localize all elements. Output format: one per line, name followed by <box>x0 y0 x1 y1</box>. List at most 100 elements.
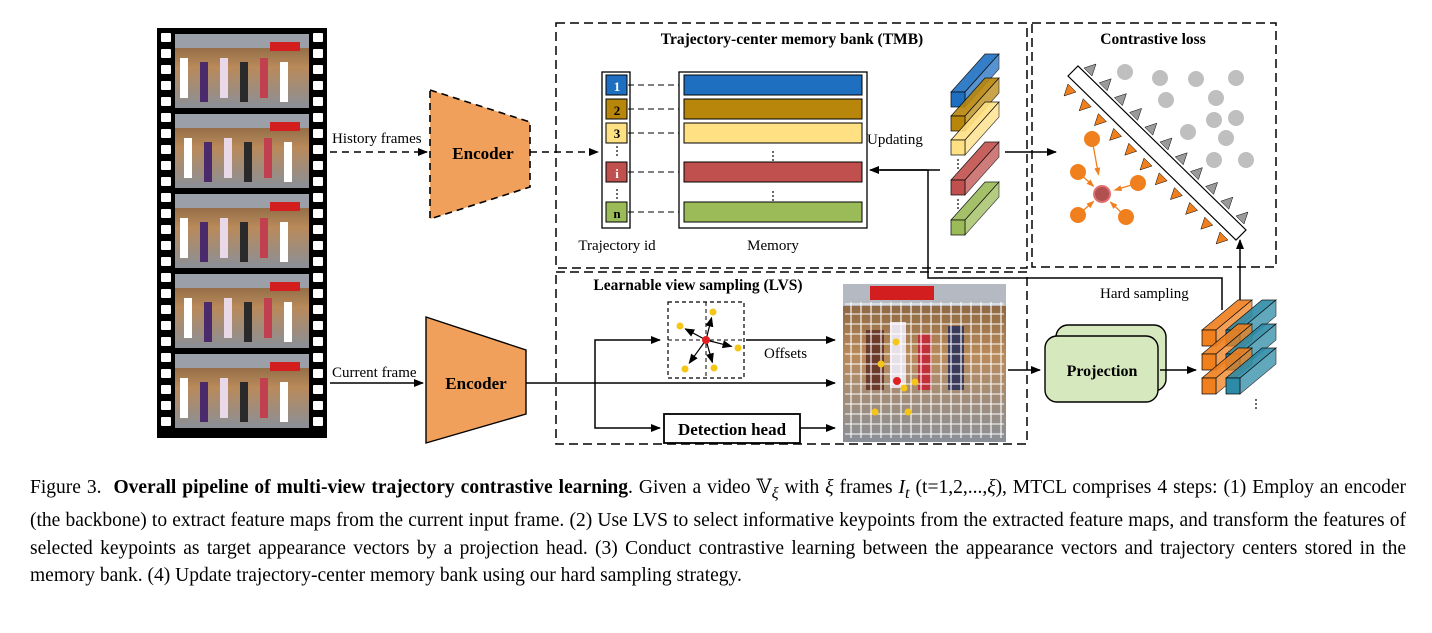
negative-sample-dot <box>1180 124 1196 140</box>
sprocket-hole <box>161 145 171 154</box>
video-frame <box>175 34 309 108</box>
negative-sample-dot <box>1188 71 1204 87</box>
sprocket-hole <box>313 33 323 42</box>
contrastive-box <box>1031 22 1277 268</box>
tmb-box <box>555 22 1028 269</box>
sprocket-hole <box>313 113 323 122</box>
sprocket-hole <box>313 273 323 282</box>
sampled-keypoint <box>904 408 912 416</box>
sprocket-hole <box>313 129 323 138</box>
sprocket-hole <box>313 193 323 202</box>
film-strip-icon <box>157 28 327 438</box>
sprocket-hole <box>161 241 171 250</box>
memory-row <box>683 201 863 223</box>
memory-row <box>683 74 863 96</box>
vector-block <box>1225 347 1277 395</box>
positive-sample-dot <box>1084 131 1100 147</box>
detection-head-box <box>663 413 801 444</box>
negative-sample-dot <box>1208 90 1224 106</box>
trajectory-id-cell <box>605 161 628 183</box>
contrastive-title: Contrastive loss <box>1100 31 1205 48</box>
sampled-center <box>893 377 901 385</box>
sprocket-hole <box>161 305 171 314</box>
sprocket-hole <box>313 145 323 154</box>
sprocket-hole <box>161 129 171 138</box>
sprocket-hole <box>161 353 171 362</box>
trajectory-id-cell <box>605 201 628 223</box>
sprocket-hole <box>161 321 171 330</box>
sampled-keypoint <box>911 378 919 386</box>
positive-sample-dot <box>1130 175 1146 191</box>
sprocket-hole <box>313 81 323 90</box>
sprocket-hole <box>313 305 323 314</box>
sprocket-hole <box>313 321 323 330</box>
updating-label: Updating <box>867 132 923 148</box>
sprocket-hole <box>313 241 323 250</box>
keypoint-dot <box>734 344 742 352</box>
sprocket-hole <box>313 97 323 106</box>
trajectory-id-cell <box>605 98 628 120</box>
sprocket-hole <box>161 161 171 170</box>
sprocket-hole <box>313 161 323 170</box>
sprocket-hole <box>313 49 323 58</box>
sprocket-hole <box>161 401 171 410</box>
sampled-keypoint <box>892 338 900 346</box>
encoder-bottom <box>425 316 527 444</box>
trajectory-id-cell <box>605 122 628 144</box>
sprocket-hole <box>313 417 323 426</box>
video-frame <box>175 274 309 348</box>
sprocket-hole <box>313 401 323 410</box>
detection-head-label: Detection head <box>678 420 787 439</box>
sprocket-hole <box>313 385 323 394</box>
negative-sample-dot <box>1206 112 1222 128</box>
video-frame <box>175 194 309 268</box>
tmb-title: Trajectory-center memory bank (TMB) <box>661 31 923 48</box>
negative-sample-dot <box>1228 110 1244 126</box>
sprocket-hole <box>161 273 171 282</box>
memory-row <box>683 98 863 120</box>
vector-block <box>950 101 1000 156</box>
sprocket-hole <box>313 353 323 362</box>
vector-block <box>950 181 1000 236</box>
positive-sample-dot <box>1070 164 1086 180</box>
sprocket-hole <box>313 209 323 218</box>
sampled-keypoint <box>871 408 879 416</box>
sprocket-hole <box>161 81 171 90</box>
current-frame-label: Current frame <box>332 365 417 381</box>
sprocket-hole <box>161 385 171 394</box>
pipeline-figure: History frames Current frame Encoder Enc… <box>157 22 1277 445</box>
sprocket-hole <box>313 369 323 378</box>
sprocket-hole <box>161 369 171 378</box>
sprocket-hole <box>161 257 171 266</box>
sampled-feature-image <box>843 284 1006 442</box>
sprocket-hole <box>313 257 323 266</box>
sprocket-hole <box>161 113 171 122</box>
trajectory-center-vectors <box>950 53 1000 236</box>
negative-sample-dot <box>1238 152 1254 168</box>
projection-box <box>1044 335 1159 403</box>
sprocket-hole <box>161 177 171 186</box>
projection-label: Projection <box>1067 363 1138 380</box>
sprocket-hole <box>313 225 323 234</box>
positive-sample-dot <box>1070 207 1086 223</box>
offsets-label: Offsets <box>764 346 807 362</box>
caption-prefix: Figure 3. <box>30 477 102 498</box>
trajectory-id-cell <box>605 74 628 96</box>
negative-sample-dot <box>1117 64 1133 80</box>
sprocket-hole <box>161 193 171 202</box>
id-3: 3 <box>614 126 621 141</box>
sprocket-hole <box>161 33 171 42</box>
sprocket-hole <box>161 337 171 346</box>
trajectory-center-dot <box>1093 185 1111 203</box>
sprocket-hole <box>161 65 171 74</box>
id-n: n <box>613 206 621 221</box>
id-1: 1 <box>614 79 621 94</box>
hard-sampling-arrow <box>880 169 1223 310</box>
memory-row <box>683 122 863 144</box>
sprocket-hole <box>313 177 323 186</box>
keypoint-dot <box>676 322 684 330</box>
history-frames-label: History frames <box>332 131 422 147</box>
sampled-keypoint <box>900 384 908 392</box>
encoder-top <box>429 88 531 221</box>
appearance-vectors <box>1201 299 1277 409</box>
